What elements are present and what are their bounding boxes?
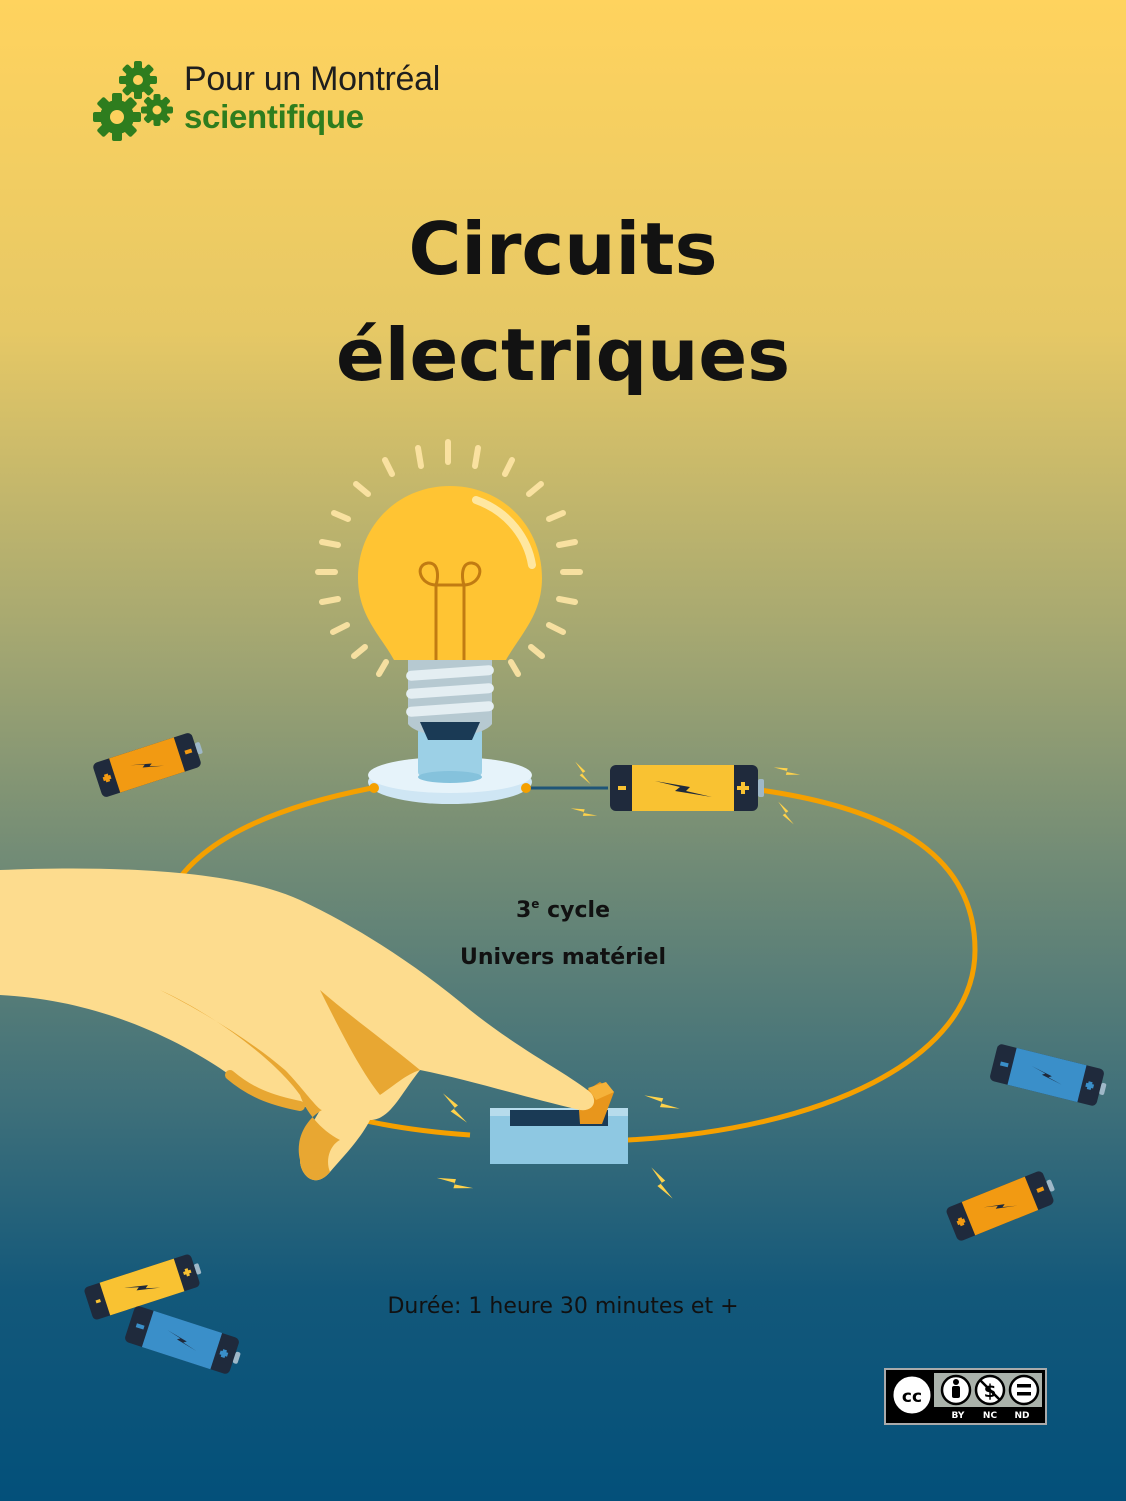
cycle-number: 3 xyxy=(515,898,532,923)
license-label-nc: NC xyxy=(982,1411,998,1421)
subject-label: Univers matériel xyxy=(460,945,666,970)
creative-commons-icon: cc $ xyxy=(890,1373,1042,1417)
nc-icon: $ xyxy=(974,1374,1006,1406)
by-icon xyxy=(940,1374,972,1406)
creative-commons-badge[interactable]: cc $ BY NC ND xyxy=(884,1368,1047,1425)
gears-icon xyxy=(93,61,173,141)
svg-text:cc: cc xyxy=(902,1387,922,1407)
logo-line2: scientifique xyxy=(184,98,364,135)
battery-orange-right xyxy=(945,1167,1060,1243)
hand xyxy=(0,868,595,1181)
cycle-superscript: e xyxy=(531,897,540,911)
cycle-label: 3e cycle xyxy=(0,897,1126,923)
logo-line1: Pour un Montréal xyxy=(184,60,441,98)
circuit-battery xyxy=(610,765,764,811)
battery-blue-right xyxy=(989,1043,1110,1108)
license-label-by: BY xyxy=(951,1411,965,1421)
license-labels: BY NC ND xyxy=(942,1411,1038,1421)
lightbulb xyxy=(358,486,542,804)
license-label-nd: ND xyxy=(1014,1411,1030,1421)
battery-orange-topleft xyxy=(91,730,207,799)
title-line2: électriques xyxy=(335,313,791,397)
light-rays xyxy=(315,439,583,677)
nd-icon xyxy=(1008,1374,1040,1406)
cycle-text: cycle xyxy=(547,898,610,923)
title-line1: Circuits xyxy=(408,207,718,291)
logo: Pour un Montréal scientifique xyxy=(184,62,440,133)
switch xyxy=(490,1082,628,1164)
page-title: Circuits électriques xyxy=(0,196,1126,408)
duration-label: Durée: 1 heure 30 minutes et + xyxy=(387,1294,739,1319)
